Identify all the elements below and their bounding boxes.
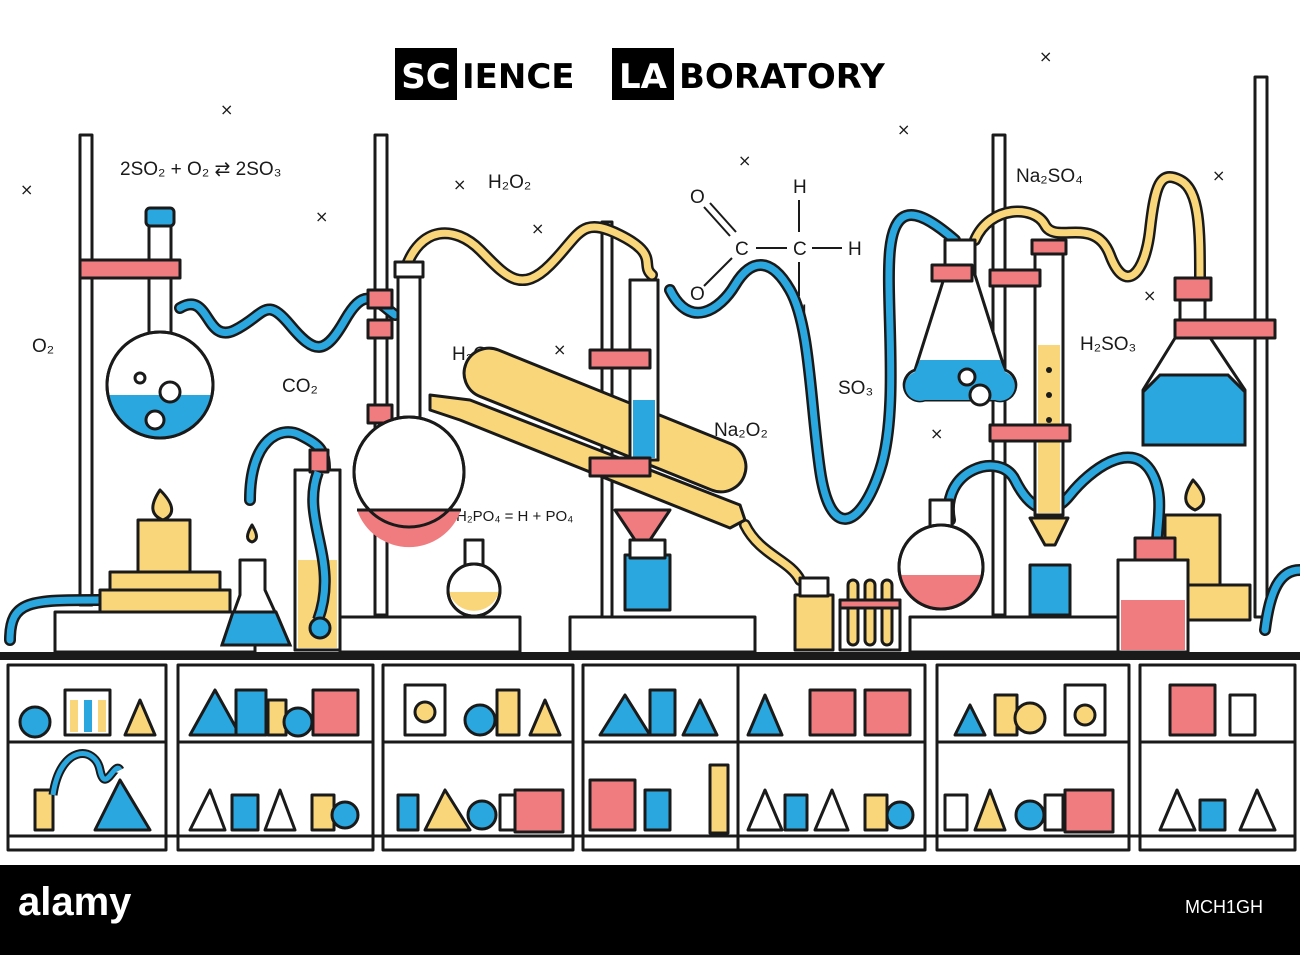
formula-h2so3: H₂SO₃ bbox=[1080, 334, 1136, 355]
title-box-la bbox=[612, 48, 674, 100]
round-flask-blue bbox=[78, 206, 215, 440]
cross-mark: × bbox=[453, 175, 466, 194]
title-ience: IENCE bbox=[462, 57, 575, 97]
title-boxed-sc: SC bbox=[401, 57, 450, 97]
cross-mark: × bbox=[553, 340, 566, 359]
formula-reaction-so2: 2SO₂ + O₂ ⇄ 2SO₃ bbox=[120, 159, 281, 180]
atom-c2: C bbox=[793, 239, 807, 260]
watermark-bar bbox=[0, 865, 1300, 955]
atom-h-top: H bbox=[793, 177, 807, 198]
shelf-items bbox=[18, 683, 1277, 835]
cross-mark: × bbox=[1039, 47, 1052, 66]
atom-o-bottom: O bbox=[690, 284, 705, 305]
bond-lines bbox=[703, 200, 842, 296]
distillation-flask-pink bbox=[352, 260, 466, 548]
burner-right bbox=[1163, 478, 1252, 622]
cross-mark: × bbox=[315, 207, 328, 226]
conical-flask-right bbox=[1141, 276, 1277, 447]
test-tube-rack bbox=[838, 578, 902, 652]
conical-flask-blue bbox=[219, 523, 293, 647]
conical-flask-upper bbox=[902, 238, 1018, 407]
title-box-sc bbox=[395, 48, 457, 100]
round-flask-pink bbox=[897, 498, 985, 611]
bottle-yellow bbox=[793, 576, 835, 652]
cross-mark: × bbox=[20, 180, 33, 199]
cross-mark: × bbox=[220, 100, 233, 119]
column-yellow bbox=[988, 238, 1072, 617]
image-id: MCH1GH bbox=[1185, 897, 1263, 917]
gas-bottle-yellow bbox=[293, 448, 342, 652]
atom-h-right: H bbox=[848, 239, 862, 260]
cross-mark: × bbox=[930, 424, 943, 443]
counter-top bbox=[0, 652, 1300, 660]
title: SC IENCE LA BORATORY bbox=[395, 48, 885, 100]
title-boratory: BORATORY bbox=[679, 57, 885, 97]
sparkle-crosses: × × × × × × × × × × × × bbox=[20, 47, 1225, 443]
formula-h2o2: H₂O₂ bbox=[488, 172, 531, 193]
cross-mark: × bbox=[1143, 286, 1156, 305]
formula-so3: SO₃ bbox=[838, 378, 873, 399]
title-boxed-la: LA bbox=[619, 57, 668, 97]
atom-c1: C bbox=[735, 239, 749, 260]
cross-mark: × bbox=[1212, 166, 1225, 185]
cross-mark: × bbox=[531, 219, 544, 238]
cross-mark: × bbox=[738, 151, 751, 170]
small-flask-yellow bbox=[446, 538, 502, 618]
filter-column-blue bbox=[588, 278, 672, 612]
condenser-yellow bbox=[428, 346, 748, 530]
formula-h2po4: H₂PO₄ = H + PO₄ bbox=[456, 508, 573, 525]
formula-co2: CO₂ bbox=[282, 376, 318, 397]
burner-left bbox=[98, 488, 232, 614]
cross-mark: × bbox=[897, 120, 910, 139]
watermark-logo: alamy bbox=[18, 880, 132, 924]
formula-na2so4: Na₂SO₄ bbox=[1016, 166, 1083, 187]
bench-bases bbox=[53, 610, 1132, 654]
formula-o2: O₂ bbox=[32, 336, 54, 357]
atom-o-top: O bbox=[690, 187, 705, 208]
formula-na2o2: Na₂O₂ bbox=[714, 420, 768, 441]
